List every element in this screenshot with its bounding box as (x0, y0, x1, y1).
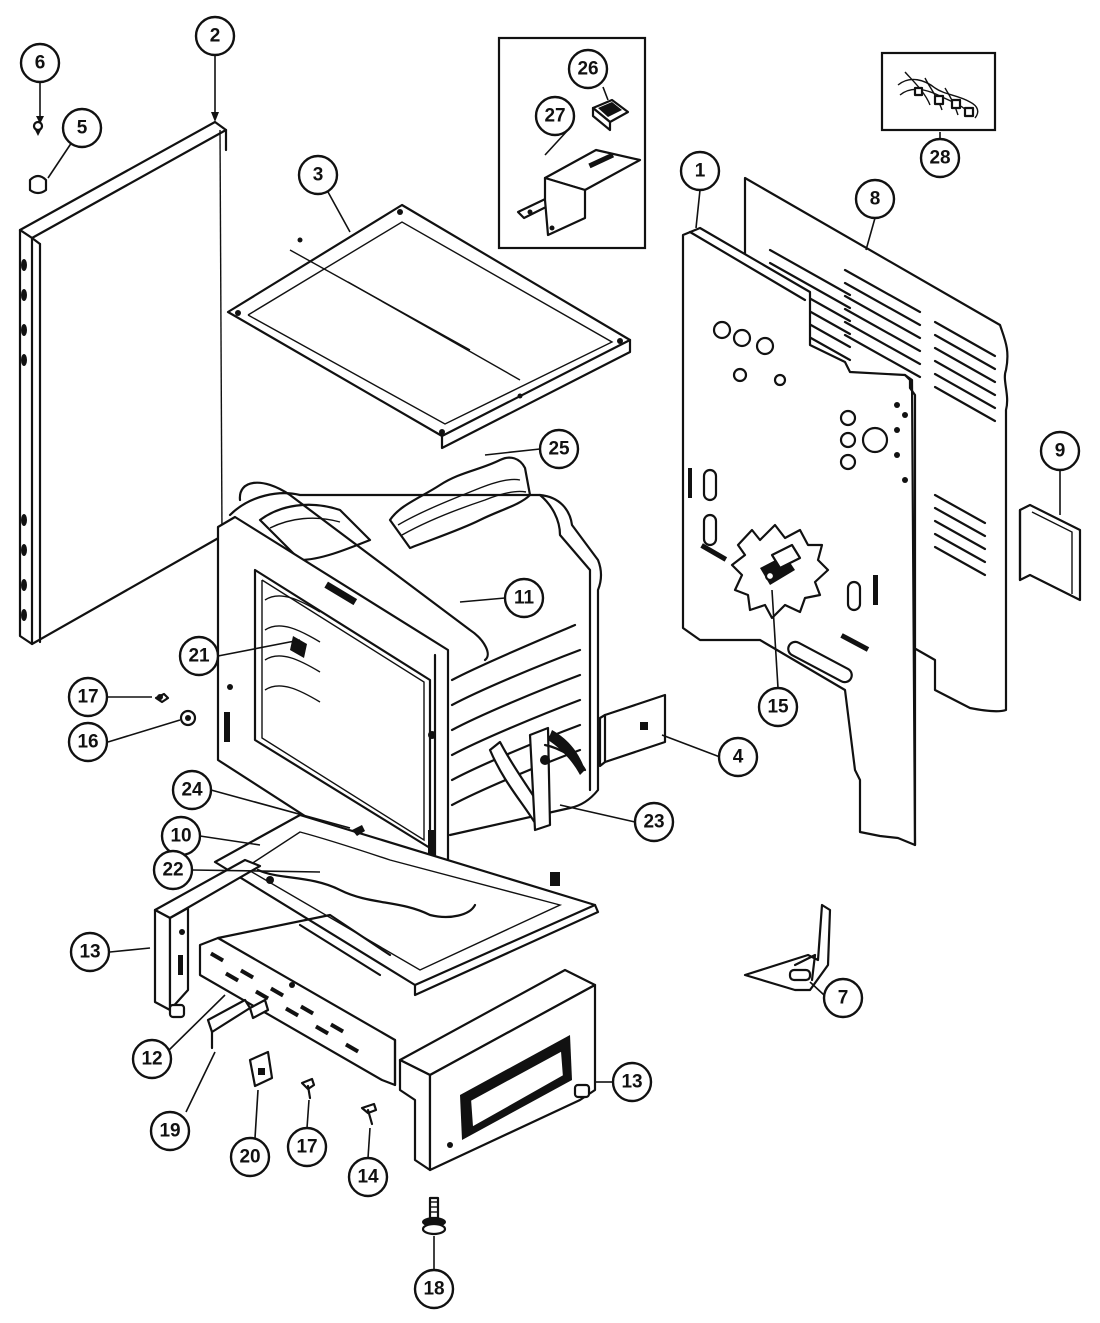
leveling-leg-part (421, 1196, 447, 1236)
inset-box-left (497, 36, 647, 250)
small-screw-part (154, 692, 170, 704)
side-panel-part (18, 120, 228, 646)
frame-screw-part (352, 825, 365, 836)
callout-label: 21 (188, 646, 210, 667)
callout-9: 9 (1039, 430, 1081, 472)
callout-11: 11 (503, 577, 545, 619)
callout-15: 15 (757, 686, 799, 728)
clip-20-part (248, 1050, 274, 1088)
callout-label: 28 (929, 148, 950, 169)
bracket-27-part (516, 148, 642, 237)
callout-label: 11 (514, 588, 535, 609)
callout-25: 25 (538, 428, 580, 470)
callout-3: 3 (297, 154, 339, 196)
left-base-frame-part (153, 858, 262, 1019)
insulation-part (258, 456, 532, 562)
callout-label: 10 (170, 826, 191, 847)
callout-label: 27 (544, 106, 565, 127)
oven-rack-guides (264, 595, 582, 807)
leader-lines (36, 55, 1061, 1270)
callout-27: 27 (534, 95, 576, 137)
callout-17a: 17 (67, 676, 109, 718)
rail-bracket-part (206, 998, 270, 1050)
callout-label: 8 (870, 189, 881, 210)
callout-label: 1 (695, 161, 706, 182)
callout-label: 13 (79, 942, 100, 963)
anti-tip-bracket-part (743, 903, 832, 992)
callout-label: 6 (35, 53, 46, 74)
side-panel-holes (21, 259, 27, 621)
callout-label: 15 (767, 697, 789, 718)
screw-part (32, 120, 44, 136)
top-panel-part (226, 203, 632, 450)
mounting-screw-part (179, 709, 197, 727)
callout-label: 18 (423, 1279, 444, 1300)
switch-26-part (591, 98, 630, 132)
hinge-part (488, 726, 587, 832)
callout-label: 9 (1055, 441, 1066, 462)
right-base-frame-part (398, 968, 597, 1172)
callout-label: 13 (621, 1072, 642, 1093)
callout-23: 23 (633, 801, 675, 843)
callout-17b: 17 (286, 1126, 328, 1168)
callout-24: 24 (171, 769, 213, 811)
base-screw-14-part (360, 1102, 378, 1126)
callout-8: 8 (854, 178, 896, 220)
callout-10: 10 (160, 815, 202, 857)
callout-1: 1 (679, 150, 721, 192)
callout-26: 26 (567, 48, 609, 90)
callout-28: 28 (919, 137, 961, 179)
callout-label: 23 (643, 812, 664, 833)
callout-13a: 13 (69, 931, 111, 973)
callout-5: 5 (61, 107, 103, 149)
callout-label: 19 (159, 1121, 180, 1142)
callout-12: 12 (131, 1038, 173, 1080)
inset-box-right (880, 51, 997, 132)
callout-14: 14 (347, 1156, 389, 1198)
callout-13b: 13 (611, 1061, 653, 1103)
callout-18: 18 (413, 1268, 455, 1310)
callout-label: 24 (181, 780, 203, 801)
wiring-harness-part (897, 71, 979, 119)
clip-part (28, 174, 48, 195)
callout-label: 17 (296, 1137, 317, 1158)
callout-6: 6 (19, 42, 61, 84)
callout-label: 3 (313, 165, 324, 186)
callout-2: 2 (194, 15, 236, 57)
bracket-part (598, 693, 667, 768)
back-panel-part (681, 226, 917, 847)
access-cover-part (1018, 503, 1082, 602)
callout-label: 26 (577, 59, 598, 80)
callout-4: 4 (717, 736, 759, 778)
callout-label: 5 (77, 118, 88, 139)
callout-label: 2 (210, 26, 221, 47)
callout-label: 12 (141, 1049, 162, 1070)
callout-label: 17 (77, 687, 98, 708)
callout-label: 20 (239, 1147, 260, 1168)
callout-label: 16 (77, 732, 98, 753)
callout-label: 22 (162, 860, 183, 881)
base-screw-part (300, 1077, 316, 1100)
callout-19: 19 (149, 1110, 191, 1152)
bottom-panel-part (213, 813, 600, 997)
callout-label: 25 (548, 439, 570, 460)
front-base-rail-part (198, 913, 397, 1087)
callout-21: 21 (178, 635, 220, 677)
callout-label: 14 (357, 1167, 379, 1188)
callout-label: 7 (838, 988, 849, 1009)
callout-20: 20 (229, 1136, 271, 1178)
callout-7: 7 (822, 977, 864, 1019)
back-panel-holes (688, 320, 908, 684)
callout-label: 4 (733, 747, 744, 768)
front-base-rail-slots (209, 951, 360, 1054)
callout-22: 22 (152, 849, 194, 891)
callout-16: 16 (67, 721, 109, 763)
